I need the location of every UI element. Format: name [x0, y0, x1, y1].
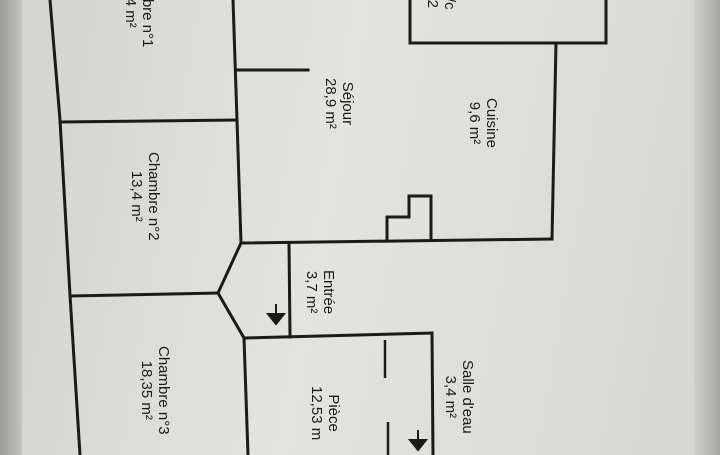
room-area: 18,35 m²	[138, 360, 155, 420]
wall-ch1-ch2	[58, 118, 239, 124]
room-area: 3,4 m²	[442, 375, 459, 419]
room-label-cuisine: Cuisine 9,6 m²	[466, 98, 500, 148]
salle-arrow-head	[407, 439, 429, 452]
wall-corridor-bevel	[216, 241, 247, 341]
room-label-chambre3: Chambre n°3 18,35 m²	[138, 346, 172, 435]
room-area: 2	[424, 0, 441, 8]
room-name: Chambre n°3	[155, 346, 172, 435]
room-name: Salle d'eau	[459, 360, 476, 434]
room-area: 3,7 m²	[303, 270, 320, 314]
outer-wall-left	[48, 0, 82, 455]
wall-sejour-bottom	[239, 237, 554, 245]
room-label-chambre2: Chambre n°2 13,4 m²	[128, 152, 162, 241]
wall-salle-eau	[430, 331, 435, 455]
room-label-chambre1: ambre n°1 4 m²	[122, 0, 156, 47]
room-label-piece: Pièce 12,53 m	[308, 386, 342, 440]
wall-cuisine-top	[408, 0, 608, 45]
wall-ch2-ch3	[68, 291, 220, 298]
room-area: 12,53 m	[308, 386, 325, 441]
wall-ch1-sejour	[231, 0, 243, 245]
wall-piece-top	[242, 331, 434, 340]
wall-piece-left	[242, 336, 250, 455]
room-area: 28,9 m²	[322, 78, 339, 129]
room-label-wc: /c 2	[424, 0, 458, 10]
wall-cuisine-right	[550, 41, 558, 241]
room-name: Séjour	[339, 81, 356, 126]
paper-edge-left	[0, 0, 22, 455]
wall-entree-right	[287, 241, 292, 339]
room-name: Cuisine	[483, 98, 500, 149]
room-area: 4 m²	[122, 0, 139, 28]
room-name: /c	[441, 0, 458, 10]
room-name: ambre n°1	[139, 0, 156, 48]
room-label-entree: Entrée 3,7 m²	[303, 270, 337, 314]
room-name: Pièce	[325, 394, 342, 432]
room-name: Entrée	[320, 270, 337, 315]
room-label-salle-eau: Salle d'eau 3,4 m²	[442, 360, 476, 434]
room-area: 13,4 m²	[128, 170, 145, 222]
paper-edge-right	[694, 0, 720, 455]
entry-arrow-head	[265, 313, 287, 326]
room-area: 9,6 m²	[466, 101, 483, 145]
room-label-sejour: Séjour 28,9 m²	[322, 78, 356, 129]
room-name: Chambre n°2	[145, 152, 162, 241]
stair-outline	[385, 194, 433, 241]
